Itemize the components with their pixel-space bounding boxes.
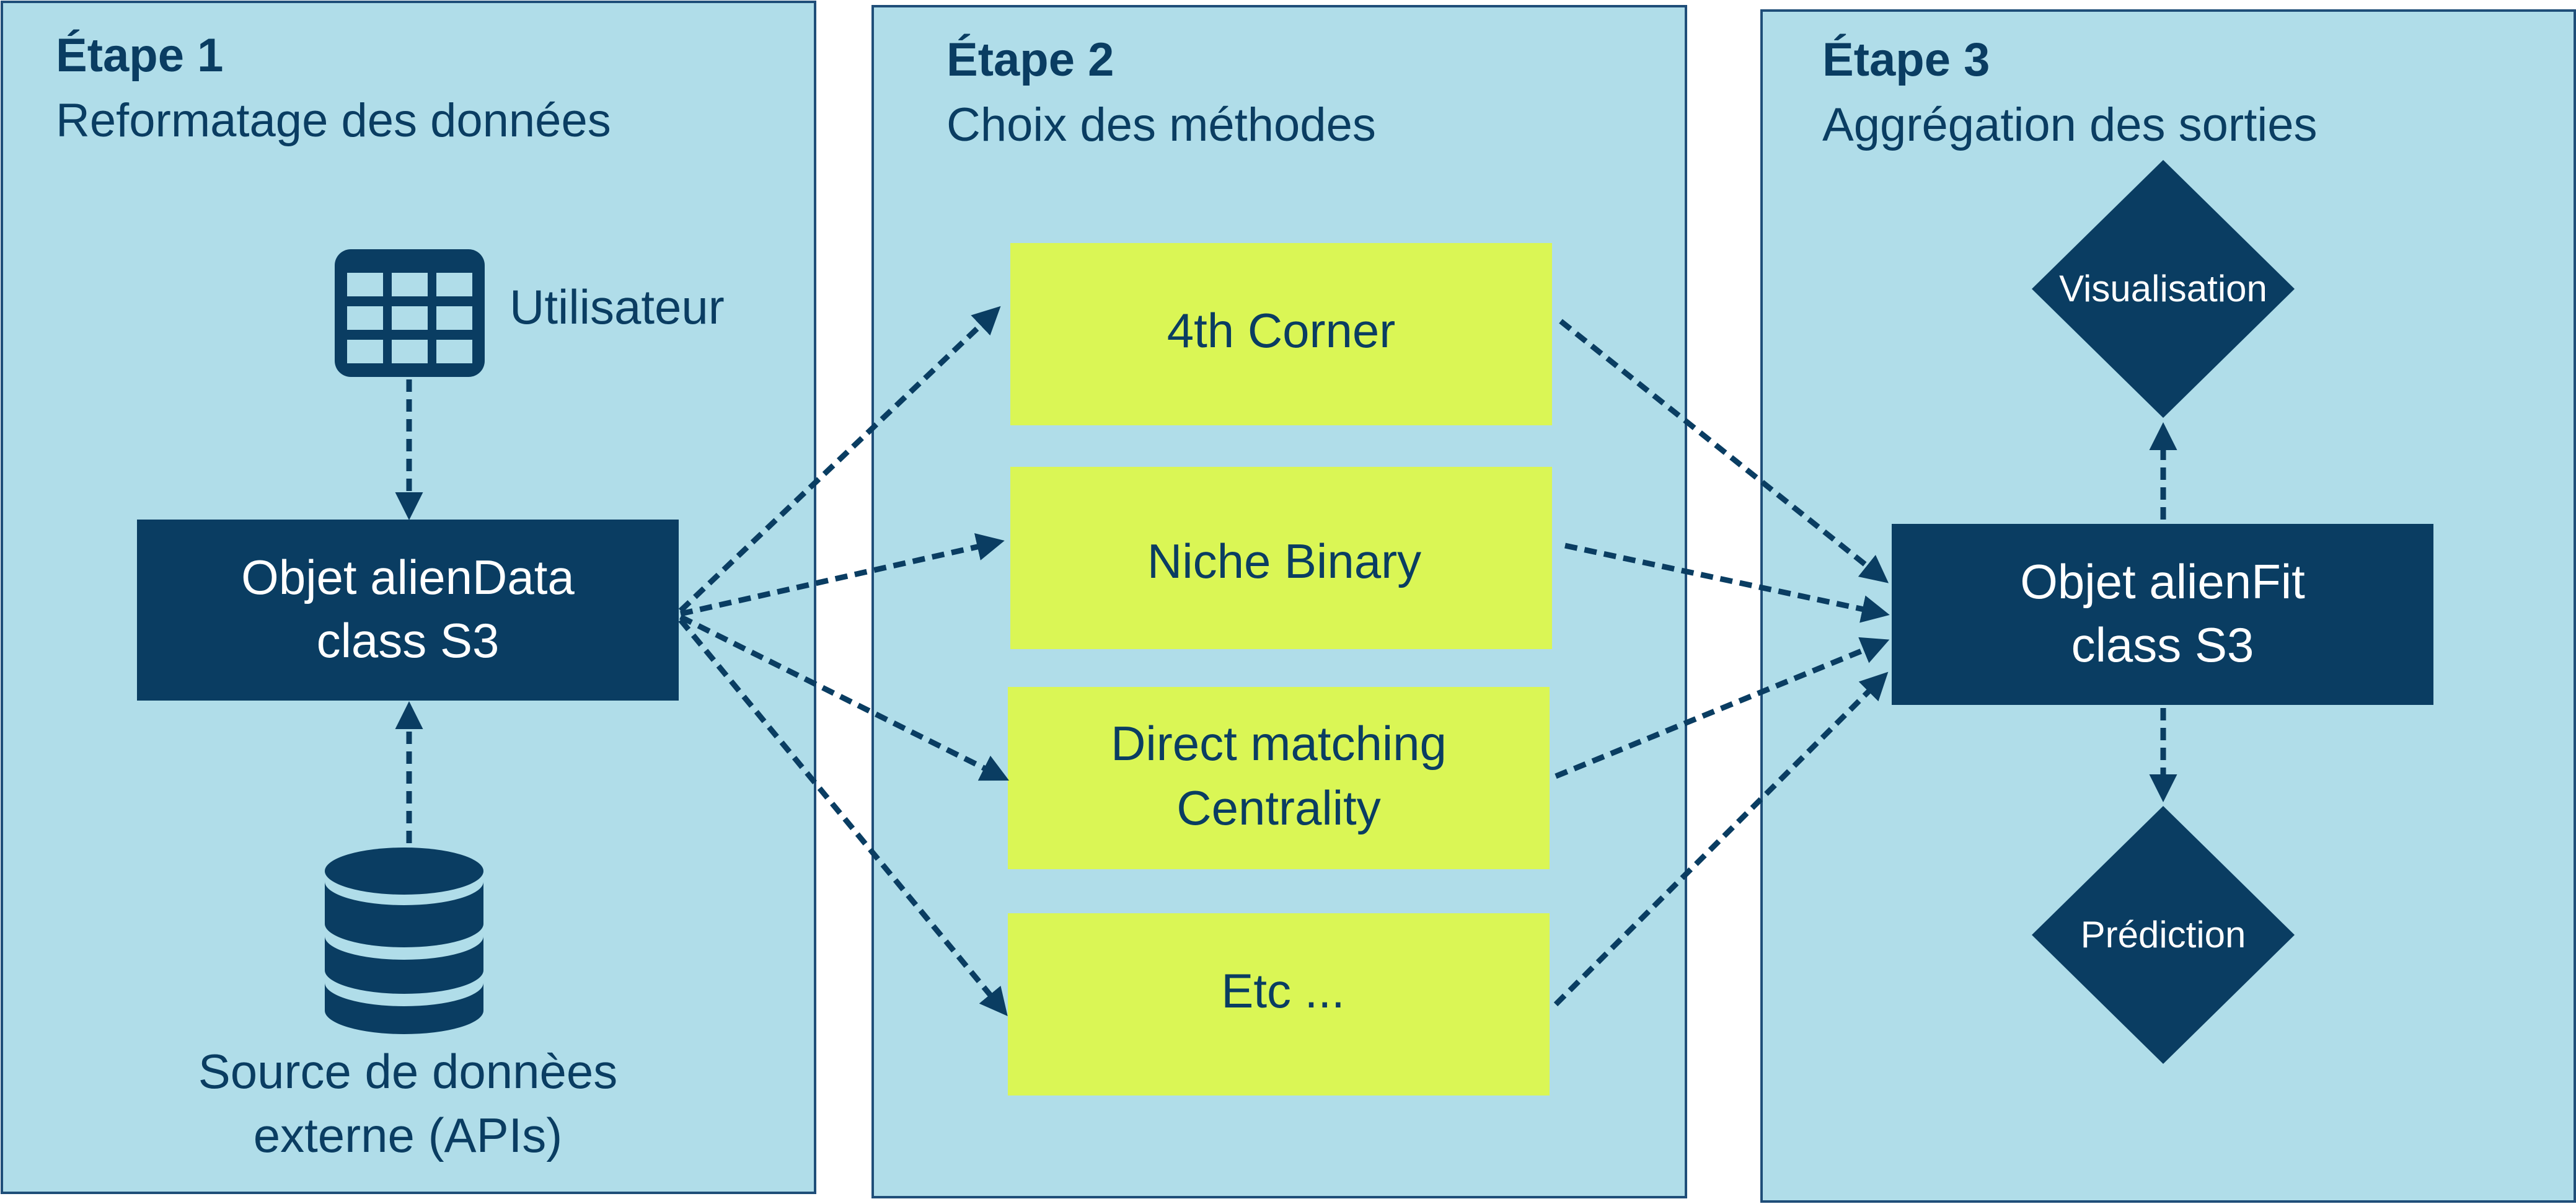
- method-box-direct-matching-centrality: Direct matching Centrality: [1008, 687, 1550, 869]
- output-visualisation-label: Visualisation: [2059, 268, 2267, 309]
- arrow-4th-corner-to-alienfit: [1559, 319, 1889, 583]
- step2-subtitle: Choix des méthodes: [946, 99, 1376, 151]
- output-visualisation: Visualisation: [2032, 160, 2295, 418]
- table-icon: [335, 249, 485, 377]
- alien-fit-title: Objet alienFit: [2020, 554, 2305, 609]
- alien-data-title: Objet alienData: [241, 550, 575, 604]
- step3-subtitle: Aggrégation des sorties: [1822, 99, 2317, 151]
- arrow-aliendata-to-direct-matching: [679, 614, 1010, 781]
- alien-fit-box: [1892, 524, 2433, 705]
- arrow-niche-binary-to-alienfit: [1564, 542, 1890, 623]
- arrow-aliendata-to-etc: [678, 618, 1008, 1016]
- alien-data-class: class S3: [317, 613, 500, 668]
- database-icon: [325, 848, 483, 1034]
- method-label: Centrality: [1176, 781, 1380, 835]
- arrow-aliendata-to-niche-binary: [680, 533, 1005, 617]
- source-label-line2: externe (APIs): [254, 1108, 563, 1162]
- step3-title: Étape 3: [1822, 33, 1990, 86]
- alien-fit-class: class S3: [2071, 617, 2254, 672]
- output-prediction-label: Prédiction: [2081, 914, 2246, 955]
- step2-title: Étape 2: [946, 33, 1114, 86]
- user-label: Utilisateur: [509, 280, 725, 334]
- alien-fit-object: Objet alienFit class S3: [1892, 524, 2433, 705]
- output-prediction: Prédiction: [2032, 806, 2295, 1064]
- method-label: Niche Binary: [1147, 534, 1421, 588]
- method-label: Etc ...: [1221, 963, 1344, 1018]
- diamond-shape: [2032, 160, 2295, 418]
- method-box-4th-corner: 4th Corner: [1010, 243, 1552, 425]
- source-label-line1: Source de donnèes: [198, 1044, 618, 1099]
- alien-data-box: [137, 520, 679, 701]
- step1-title: Étape 1: [56, 29, 223, 82]
- diamond-shape: [2032, 806, 2295, 1064]
- arrow-etc-to-alienfit: [1553, 671, 1889, 1007]
- method-box-niche-binary: Niche Binary: [1010, 467, 1552, 649]
- arrow-aliendata-to-4th-corner: [678, 306, 1001, 613]
- method-box-etc: Etc ...: [1008, 913, 1550, 1096]
- step1-subtitle: Reformatage des données: [56, 94, 611, 147]
- alien-data-object: Objet alienData class S3: [137, 520, 679, 701]
- method-label: Direct matching: [1111, 716, 1447, 771]
- method-label: 4th Corner: [1167, 303, 1396, 358]
